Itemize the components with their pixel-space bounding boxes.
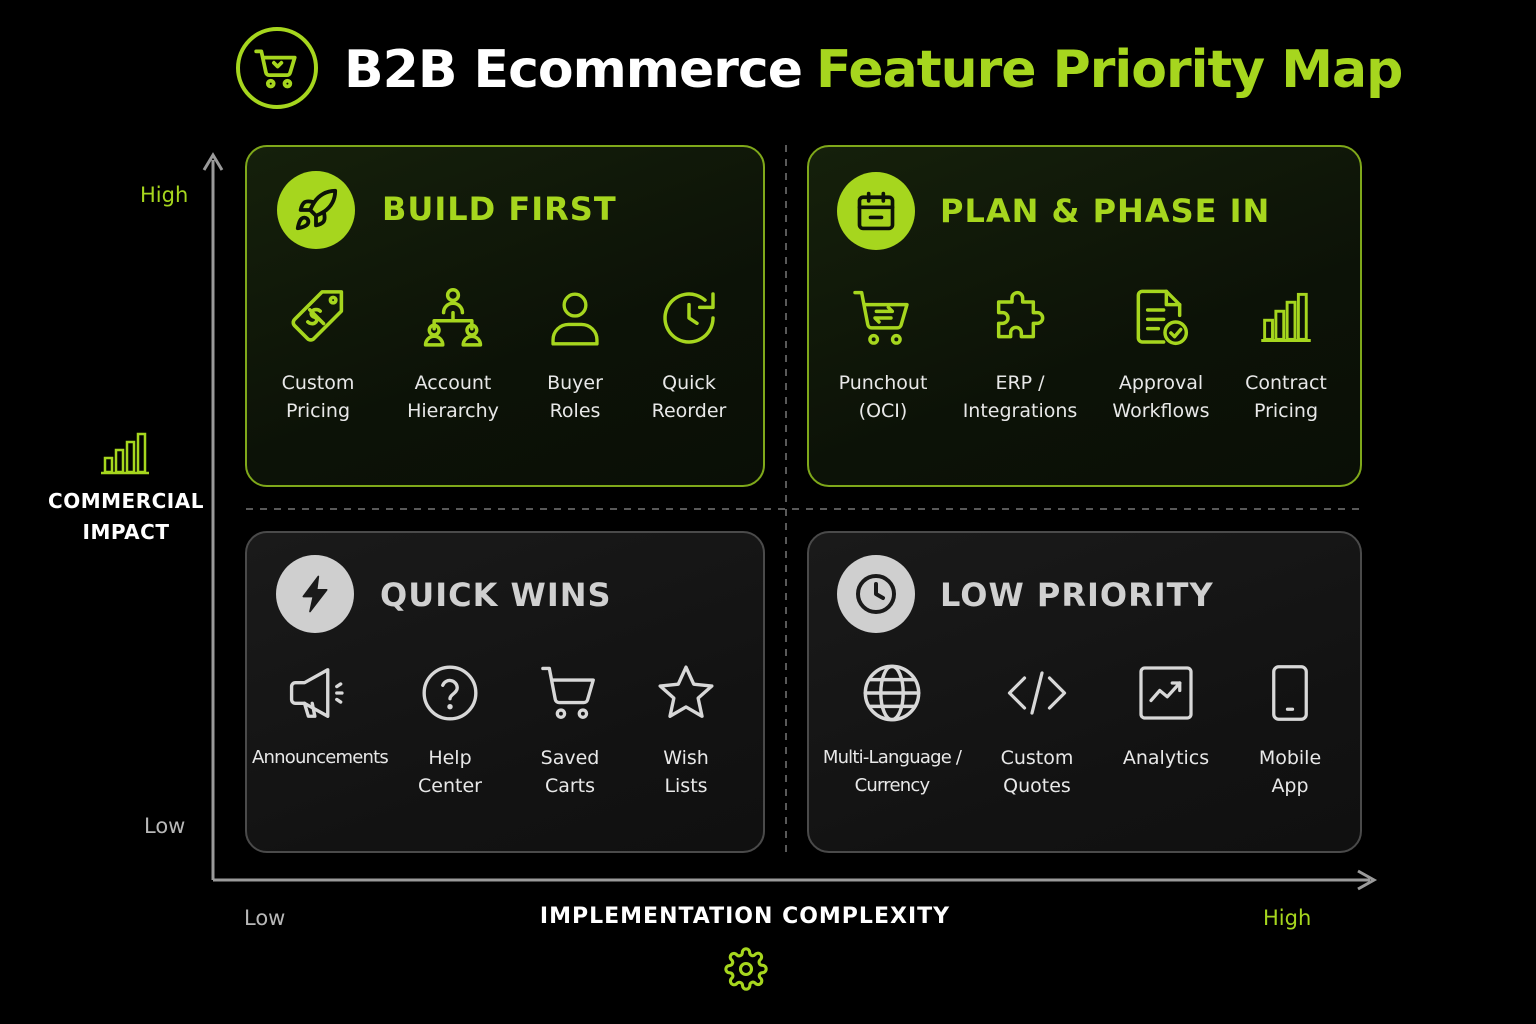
gear-icon (724, 947, 768, 991)
title-part-2: Feature Priority Map (816, 40, 1403, 100)
low-priority-title: LOW PRIORITY (940, 576, 1214, 614)
quick-wins-badge (276, 555, 354, 633)
title-part-1: B2B Ecommerce (344, 40, 803, 100)
feature-account-hierarchy: Account Hierarchy (383, 285, 523, 425)
quick-wins-title: QUICK WINS (380, 576, 612, 614)
bar-chart-icon (1261, 292, 1311, 342)
star-icon (658, 665, 714, 718)
feature-mobile-app: Mobile App (1220, 660, 1360, 800)
feature-erp-integrations: ERP / Integrations (950, 285, 1090, 425)
shopping-cart-icon (254, 49, 297, 89)
feature-custom-pricing: Custom Pricing (248, 285, 388, 425)
feature-label: Approval Workflows (1112, 372, 1210, 422)
feature-label: Contract Pricing (1245, 372, 1327, 422)
clock-refresh-icon (663, 292, 715, 344)
x-axis-high: High (1263, 906, 1312, 930)
feature-label: ERP / Integrations (962, 372, 1078, 422)
account-hierarchy-icon (423, 287, 483, 347)
y-axis-low: Low (144, 814, 186, 838)
cart-icon (541, 666, 595, 719)
feature-multi-language: Multi-Language / Currency (812, 660, 972, 800)
x-axis-arrow (1357, 869, 1378, 891)
feature-label: Punchout (OCI) (838, 372, 928, 422)
feature-label: Buyer Roles (547, 372, 603, 422)
y-axis-label: COMMERCIAL IMPACT (40, 486, 212, 548)
feature-contract-pricing: Contract Pricing (1216, 285, 1356, 425)
clock-icon (856, 574, 896, 614)
help-circle-icon (422, 665, 478, 721)
x-axis-label: IMPLEMENTATION COMPLEXITY (539, 904, 951, 929)
feature-label: Account Hierarchy (407, 372, 499, 422)
user-icon (551, 292, 599, 346)
globe-icon (863, 664, 921, 722)
feature-label: Quick Reorder (651, 372, 727, 422)
low-priority-badge (837, 555, 915, 633)
feature-label: Analytics (1122, 747, 1210, 769)
plan-phase-title: PLAN & PHASE IN (940, 192, 1271, 230)
megaphone-icon (289, 668, 344, 718)
mobile-phone-icon (1272, 665, 1308, 721)
x-axis-low: Low (244, 906, 286, 930)
feature-analytics: Analytics (1096, 660, 1236, 772)
feature-buyer-roles: Buyer Roles (505, 285, 645, 425)
feature-label: Mobile App (1258, 747, 1322, 797)
page-title: B2B Ecommerce Feature Priority Map (344, 34, 1403, 106)
puzzle-icon (996, 291, 1045, 339)
feature-saved-carts: Saved Carts (500, 660, 640, 800)
build-first-badge (277, 171, 355, 249)
feature-label: Help Center (418, 747, 482, 797)
price-tag-icon (291, 290, 344, 342)
build-first-title: BUILD FIRST (382, 190, 617, 228)
logo-badge (236, 27, 318, 109)
feature-wish-lists: Wish Lists (616, 660, 756, 800)
y-axis-label-text: COMMERCIAL IMPACT (48, 489, 204, 544)
feature-label: Custom Pricing (281, 372, 355, 422)
document-check-icon (1136, 289, 1189, 346)
lightning-icon (302, 575, 328, 613)
feature-punchout: Punchout (OCI) (813, 285, 953, 425)
bar-chart-icon (101, 432, 149, 475)
y-axis-high: High (140, 183, 189, 207)
feature-custom-quotes: Custom Quotes (967, 660, 1107, 800)
cart-exchange-icon (853, 290, 909, 345)
feature-label: Custom Quotes (1000, 747, 1074, 797)
feature-approval-workflows: Approval Workflows (1091, 285, 1231, 425)
y-axis-arrow (202, 152, 224, 171)
calendar-icon (857, 191, 895, 231)
feature-label: Multi-Language / Currency (822, 747, 962, 796)
analytics-icon (1139, 666, 1193, 720)
feature-help-center: Help Center (380, 660, 520, 800)
plan-phase-badge (837, 172, 915, 250)
rocket-icon (295, 188, 338, 231)
feature-label: Announcements (252, 747, 389, 768)
code-icon (1007, 671, 1067, 715)
feature-quick-reorder: Quick Reorder (619, 285, 759, 425)
feature-announcements: Announcements (250, 660, 390, 772)
feature-label: Saved Carts (540, 747, 600, 797)
feature-label: Wish Lists (663, 747, 709, 797)
